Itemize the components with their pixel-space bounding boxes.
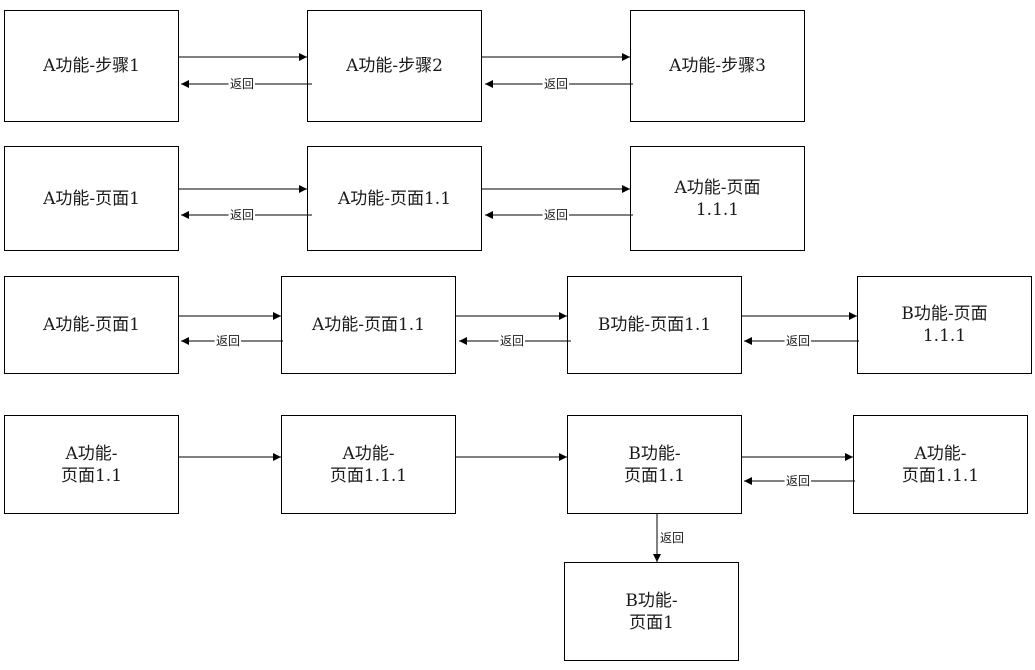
node-a-page-1-1: A功能-页面1.1: [281, 276, 456, 374]
node-label: A功能- 页面1.1.1: [329, 443, 408, 486]
back-arrow-label: 返回: [500, 334, 524, 348]
node-label: A功能-步骤2: [346, 56, 443, 76]
node-a-step-2: A功能-步骤2: [307, 10, 482, 122]
node-a-page-1-1-1: A功能-页面 1.1.1: [630, 146, 805, 251]
node-b-page-1: B功能- 页面1: [564, 562, 739, 661]
node-a-page-1: A功能-页面1: [4, 276, 179, 374]
node-label: B功能-页面1.1: [597, 315, 712, 335]
node-label: A功能-步骤3: [669, 56, 766, 76]
node-a-page-1-1: A功能- 页面1.1: [4, 415, 179, 514]
node-label: A功能-步骤1: [43, 56, 140, 76]
node-label: B功能-页面 1.1.1: [901, 304, 988, 346]
node-label: B功能- 页面1: [625, 590, 678, 633]
back-arrow-label: 返回: [230, 208, 254, 222]
node-label: A功能-页面1.1: [337, 188, 452, 209]
back-arrow-label: 返回: [786, 474, 810, 488]
node-b-page-1-1: B功能-页面1.1: [567, 276, 742, 374]
back-arrow-label: 返回: [216, 334, 240, 348]
node-label: A功能- 页面1.1: [60, 443, 123, 486]
node-label: A功能-页面1: [43, 188, 140, 209]
node-a-page-1-1-1: A功能- 页面1.1.1: [281, 415, 456, 514]
node-label: A功能-页面1: [43, 315, 140, 335]
node-a-page-1-1-1: A功能- 页面1.1.1: [853, 415, 1028, 514]
back-arrow-label: 返回: [544, 208, 568, 222]
node-label: A功能-页面1.1: [311, 315, 426, 335]
node-label: A功能- 页面1.1.1: [901, 443, 980, 486]
node-label: A功能-页面 1.1.1: [674, 177, 761, 220]
back-arrow-label: 返回: [660, 531, 684, 545]
node-label: B功能- 页面1.1: [623, 443, 686, 486]
node-b-page-1-1-1: B功能-页面 1.1.1: [857, 276, 1032, 374]
back-arrow-label: 返回: [786, 334, 810, 348]
node-a-page-1-1: A功能-页面1.1: [307, 146, 482, 251]
node-a-page-1: A功能-页面1: [4, 146, 179, 251]
node-b-page-1-1: B功能- 页面1.1: [567, 415, 742, 514]
back-arrow-label: 返回: [230, 77, 254, 91]
node-a-step-1: A功能-步骤1: [4, 10, 179, 122]
node-a-step-3: A功能-步骤3: [630, 10, 805, 122]
back-arrow-label: 返回: [544, 77, 568, 91]
